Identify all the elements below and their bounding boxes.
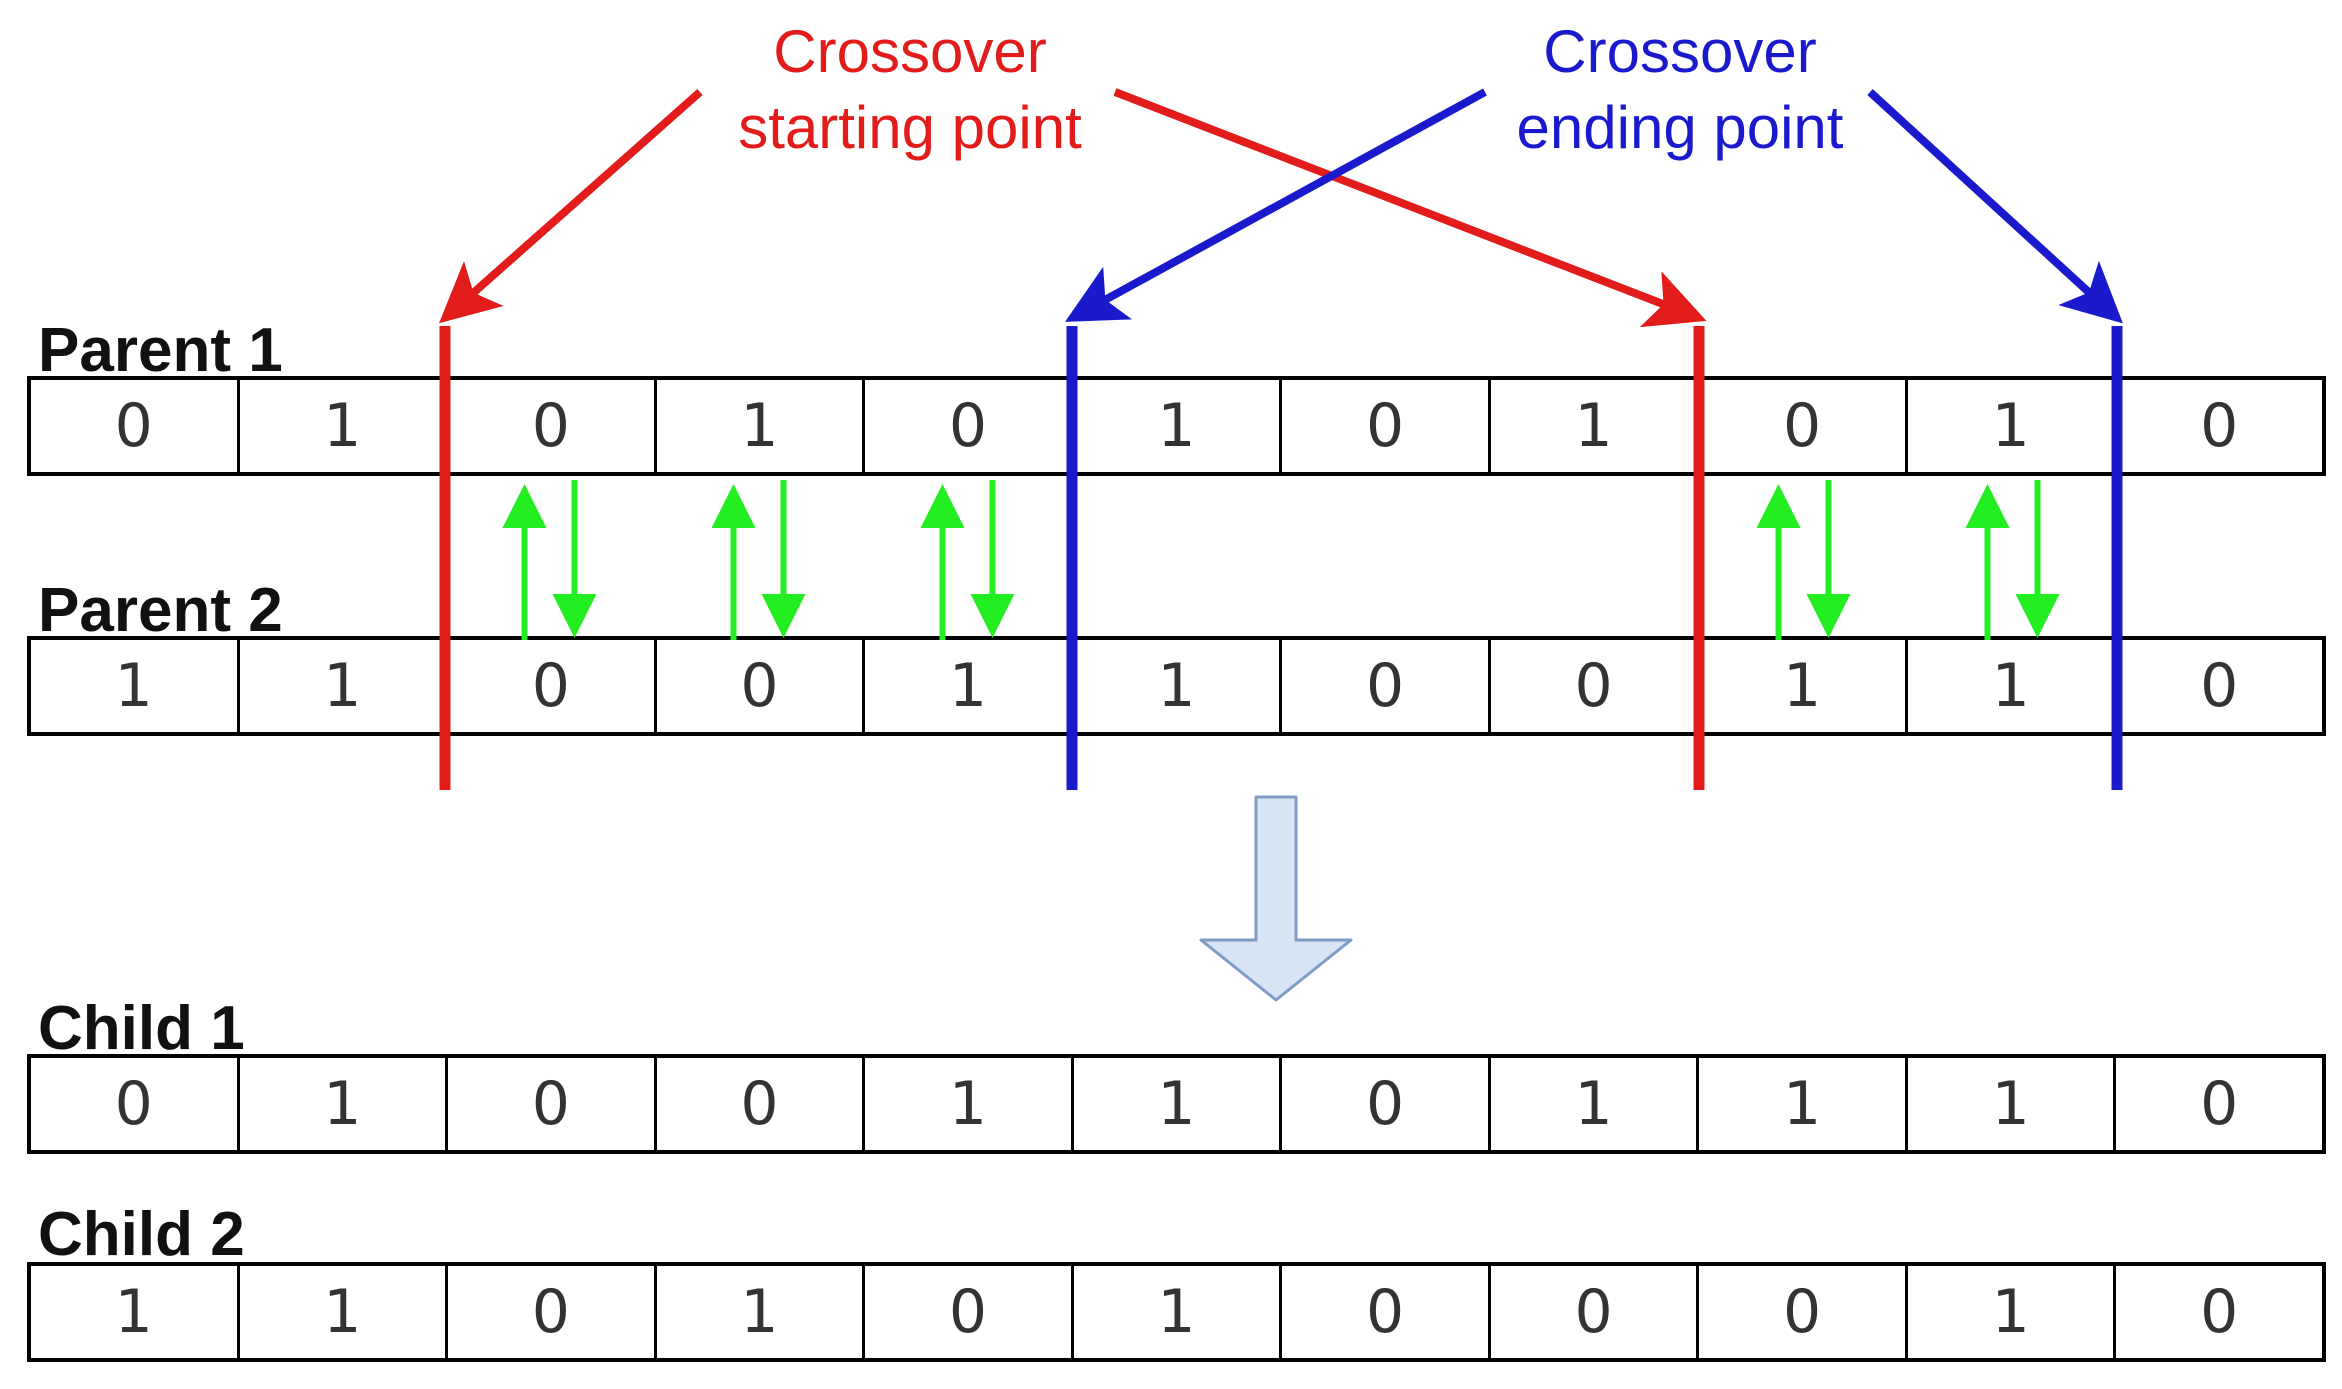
gene-cell: 0 — [2200, 1069, 2239, 1139]
gene-cell: 0 — [657, 640, 866, 732]
gene-cell: 0 — [448, 1266, 657, 1358]
result-arrow-shape — [1199, 795, 1353, 1002]
parent-2-chromosome: 1 1 0 0 1 1 0 0 1 1 0 — [27, 636, 2326, 736]
end-callout-line1: Crossover — [1543, 18, 1817, 85]
start-callout-line1: Crossover — [773, 18, 1047, 85]
child-2-label: Child 2 — [38, 1200, 245, 1269]
gene-cell: 1 — [865, 640, 1074, 732]
gene-cell: 1 — [1074, 380, 1283, 472]
child-1-label: Child 1 — [38, 994, 245, 1063]
gene-cell: 0 — [1282, 1058, 1491, 1150]
swap-arrows-icon — [1965, 480, 2060, 640]
gene-cell: 1 — [1074, 640, 1283, 732]
parent-1-chromosome: 0 1 0 1 0 1 0 1 0 1 0 — [27, 376, 2326, 476]
swap-arrows-icon — [711, 480, 806, 640]
start-callout-arrow — [1113, 88, 1707, 328]
crossover-end-callout: Crossover ending point — [1430, 14, 1930, 166]
parent-2-label: Parent 2 — [38, 576, 283, 645]
down-arrow-icon — [1199, 795, 1353, 1002]
gene-cell: 1 — [1908, 1058, 2117, 1150]
gene-cell: 0 — [657, 1058, 866, 1150]
gene-cell: 0 — [1699, 1266, 1908, 1358]
swap-arrows-icon — [1756, 480, 1851, 640]
gene-cell: 0 — [1491, 640, 1700, 732]
gene-cell: 0 — [2200, 391, 2239, 461]
gene-cell: 0 — [448, 1058, 657, 1150]
parent-1-label: Parent 1 — [38, 316, 283, 385]
gene-cell: 1 — [240, 1266, 449, 1358]
swap-arrows-icon — [502, 480, 597, 640]
gene-cell: 0 — [1282, 1266, 1491, 1358]
gene-cell: 1 — [1074, 1058, 1283, 1150]
end-callout-arrow — [1064, 88, 1487, 322]
start-callout-arrow — [439, 89, 703, 324]
gene-cell: 0 — [865, 1266, 1074, 1358]
gene-cell: 1 — [1699, 1058, 1908, 1150]
gene-cell: 0 — [1282, 380, 1491, 472]
gene-cell: 0 — [1282, 640, 1491, 732]
gene-cell: 1 — [657, 1266, 866, 1358]
gene-cell: 0 — [1699, 380, 1908, 472]
crossover-markers — [439, 326, 2123, 790]
gene-cell: 1 — [31, 640, 240, 732]
end-callout-arrow — [1867, 89, 2123, 324]
gene-cell: 0 — [1491, 1266, 1700, 1358]
gene-cell: 1 — [1699, 640, 1908, 732]
end-callout-line2: ending point — [1516, 94, 1844, 161]
child-1-chromosome: 0 1 0 0 1 1 0 1 1 1 0 — [27, 1054, 2326, 1154]
callout-arrows — [439, 88, 2123, 328]
gene-cell: 0 — [2200, 651, 2239, 721]
gene-cell: 1 — [1491, 1058, 1700, 1150]
gene-cell: 0 — [448, 380, 657, 472]
crossover-start-callout: Crossover starting point — [660, 14, 1160, 166]
gene-cell: 1 — [31, 1266, 240, 1358]
gene-cell: 1 — [1074, 1266, 1283, 1358]
gene-cell: 0 — [31, 1058, 240, 1150]
swap-arrows-icon — [920, 480, 1015, 640]
swap-arrows — [502, 480, 2060, 640]
gene-cell: 0 — [2200, 1277, 2239, 1347]
child-2-chromosome: 1 1 0 1 0 1 0 0 0 1 0 — [27, 1262, 2326, 1362]
start-callout-line2: starting point — [738, 94, 1082, 161]
gene-cell: 1 — [240, 1058, 449, 1150]
gene-cell: 1 — [865, 1058, 1074, 1150]
gene-cell: 1 — [657, 380, 866, 472]
gene-cell: 0 — [31, 380, 240, 472]
gene-cell: 1 — [1908, 1266, 2117, 1358]
gene-cell: 0 — [448, 640, 657, 732]
